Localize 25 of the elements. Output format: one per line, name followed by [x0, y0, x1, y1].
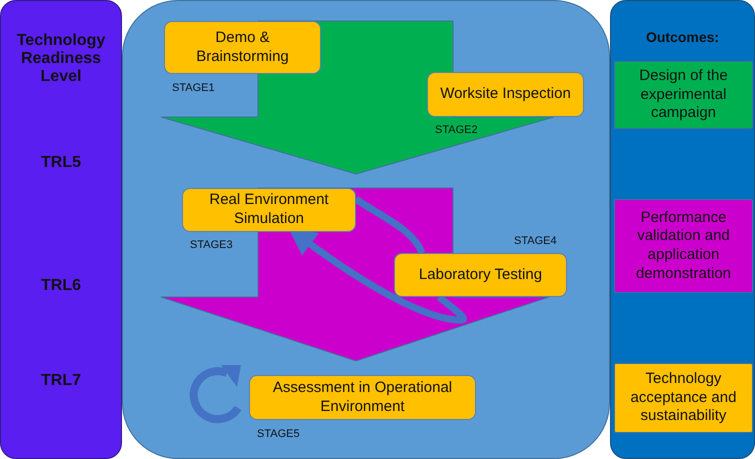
outcome-box [614, 199, 753, 293]
panel-heading: Technology Readiness Level [16, 31, 106, 87]
stage-label: STAGE1 [172, 82, 215, 94]
box-label: Design of the experimental campaign [638, 66, 729, 124]
stage-label: STAGE2 [435, 124, 478, 136]
outcome-box [614, 363, 753, 433]
stage-label: STAGE5 [257, 428, 300, 440]
side-panel [610, 0, 755, 459]
level-label: TRL7 [40, 371, 82, 391]
center-panel [122, 0, 610, 459]
stage-label: STAGE3 [190, 239, 233, 251]
curved-line [354, 196, 426, 255]
level-label: TRL5 [40, 153, 82, 173]
box-label: Assessment in Operational Environment [272, 378, 454, 416]
box-label: Worksite Inspection [439, 84, 572, 104]
box-label: Real Environment Simulation [208, 190, 330, 229]
box-label: Laboratory Testing [418, 264, 544, 285]
box-label: Demo & Brainstorming [195, 28, 290, 66]
box-label: Technology acceptance and sustainability [630, 368, 738, 426]
panel-heading: Outcomes: [644, 28, 720, 47]
box-label: Performance validation and application demonstration [634, 208, 732, 284]
stage-label: STAGE4 [514, 235, 557, 247]
level-label: TRL6 [40, 276, 82, 296]
side-panel [0, 0, 122, 459]
outcome-box [614, 61, 753, 129]
